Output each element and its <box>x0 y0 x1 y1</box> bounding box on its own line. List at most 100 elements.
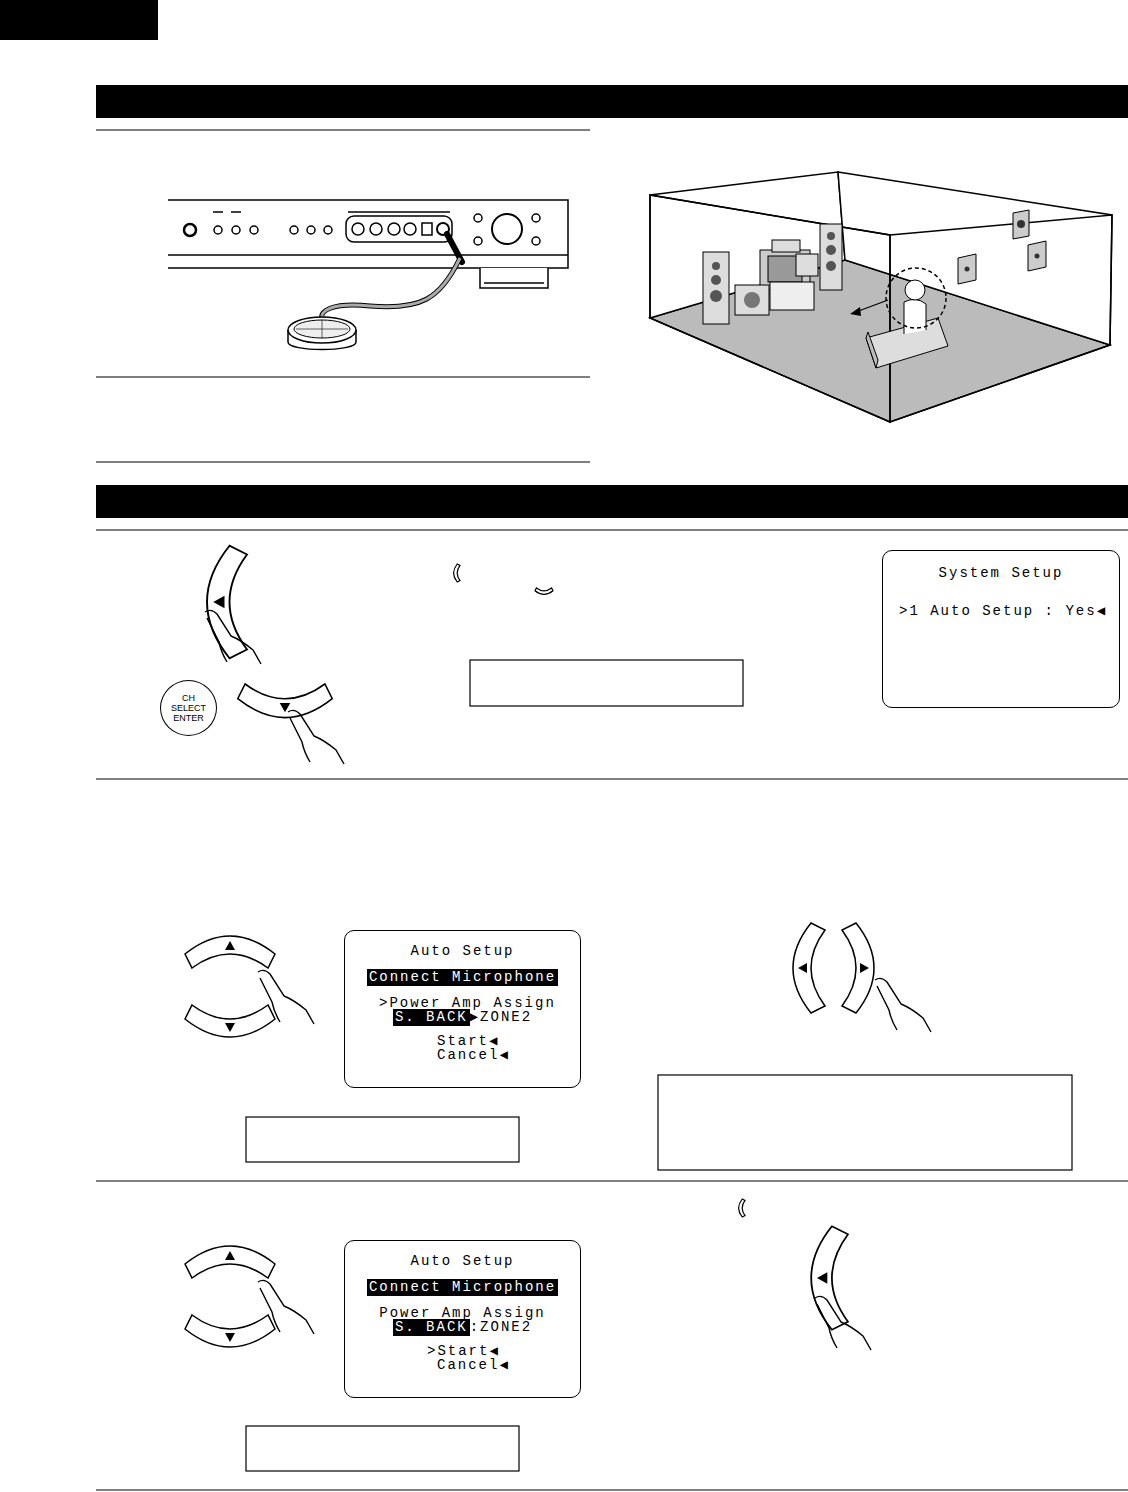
drawing-part <box>96 530 1128 531</box>
drawing-part <box>826 261 836 271</box>
hand <box>260 978 280 1022</box>
hand <box>290 718 310 762</box>
screen-line: Cancel◀ <box>437 1047 580 1064</box>
drawing-part <box>250 226 258 234</box>
drawing-part <box>710 290 722 302</box>
drawing-part <box>735 285 769 315</box>
button-shape <box>739 1199 745 1217</box>
drawing-part <box>168 200 568 268</box>
receiver-panel <box>168 200 568 288</box>
screen-line: Connect Microphone <box>345 1279 580 1296</box>
arrow-button <box>185 1246 275 1278</box>
screen-line: S. BACK▶ZONE2 <box>345 1009 580 1026</box>
drawing-part <box>474 237 482 245</box>
screen-line: S. BACK:ZONE2 <box>345 1319 580 1336</box>
drawing-part <box>213 211 223 213</box>
drawing-part <box>480 268 548 288</box>
drawing-part <box>168 254 568 256</box>
hand <box>815 1296 871 1350</box>
drawing-part <box>290 226 298 234</box>
drawing-part <box>1035 254 1040 259</box>
screen-text: S. BACK <box>393 1009 470 1026</box>
arrow-mark <box>225 941 235 950</box>
arrow-button <box>842 923 874 1013</box>
drawing-part <box>820 224 842 290</box>
arrow-mark <box>213 596 224 609</box>
drawing-part <box>492 214 522 244</box>
drawing-part <box>294 320 350 338</box>
screen-line: System Setup <box>883 565 1119 582</box>
drawing-part <box>965 267 970 272</box>
drawing-part <box>447 234 462 262</box>
button-shape <box>185 1315 275 1347</box>
arrow-mark <box>225 1023 235 1032</box>
drawing-part <box>650 195 890 235</box>
drawing-part <box>322 258 460 318</box>
drawing-part <box>826 245 836 255</box>
drawing-part <box>346 216 452 242</box>
drawing-part <box>958 254 976 284</box>
screen-text: Connect Microphone <box>367 1279 558 1296</box>
drawing-part <box>838 172 1112 345</box>
arrow-mark <box>817 1272 827 1284</box>
drawing-part <box>388 223 400 235</box>
screen-text: Cancel◀ <box>437 1357 510 1374</box>
drawing-part <box>770 282 814 310</box>
hand <box>260 1288 280 1332</box>
screen-text: ▶ZONE2 <box>470 1009 532 1026</box>
hand <box>205 610 261 664</box>
arrow-mark <box>798 963 807 973</box>
arrow-button <box>185 936 275 968</box>
microphone <box>288 234 462 350</box>
drawing-part <box>322 320 323 338</box>
drawing-part <box>772 240 800 252</box>
drawing-part <box>850 307 861 316</box>
listening-room <box>650 172 1112 422</box>
inline-button-icon <box>535 588 553 594</box>
rule-lines <box>96 130 1128 1490</box>
drawing-part <box>246 1117 519 1162</box>
button-shape <box>842 923 874 1013</box>
drawing-part <box>532 214 540 222</box>
hand <box>288 710 344 764</box>
screen-text: :ZONE2 <box>470 1319 532 1336</box>
drawing-part <box>650 172 1112 422</box>
hand <box>877 986 897 1030</box>
screen-line: >1 Auto Setup : Yes◀ <box>899 603 1119 620</box>
drawing-part <box>96 779 1128 780</box>
drawing-part <box>232 226 240 234</box>
screen-text: S. BACK <box>393 1319 470 1336</box>
drawing-part <box>96 1181 1128 1182</box>
drawing-part <box>96 1490 1128 1491</box>
inline-button-icon <box>454 564 460 582</box>
drawing-part <box>184 224 196 236</box>
drawing-part <box>905 280 925 300</box>
arrow-button <box>811 1226 848 1330</box>
drawing-part <box>650 172 845 318</box>
drawing-part <box>711 275 721 285</box>
screen-line: Auto Setup <box>345 1253 580 1270</box>
drawing-part <box>866 332 878 368</box>
hand <box>258 970 314 1024</box>
osd-screen: System Setup >1 Auto Setup : Yes◀ <box>882 550 1120 708</box>
screen-text: Cancel◀ <box>437 1047 510 1064</box>
hand <box>817 1304 837 1348</box>
screen-text: >1 Auto Setup : Yes◀ <box>899 603 1107 620</box>
drawing-part <box>96 462 590 463</box>
button-shape <box>185 1246 275 1278</box>
arrow-mark <box>860 963 869 973</box>
screen-line: Connect Microphone <box>345 969 580 986</box>
inline-button-icon <box>739 1199 745 1217</box>
drawing-part <box>324 226 332 234</box>
drawing-part <box>532 237 540 245</box>
arrow-mark <box>225 1333 235 1342</box>
arrow-button <box>185 1005 275 1037</box>
drawing-part <box>370 223 382 235</box>
drawing-part <box>703 252 729 324</box>
arrow-button <box>793 923 825 1013</box>
screen-text: Auto Setup <box>410 943 514 960</box>
note-boxes <box>246 660 1072 1471</box>
drawing-part <box>474 214 482 222</box>
drawing-part <box>246 1426 519 1471</box>
button-shape <box>185 1005 275 1037</box>
